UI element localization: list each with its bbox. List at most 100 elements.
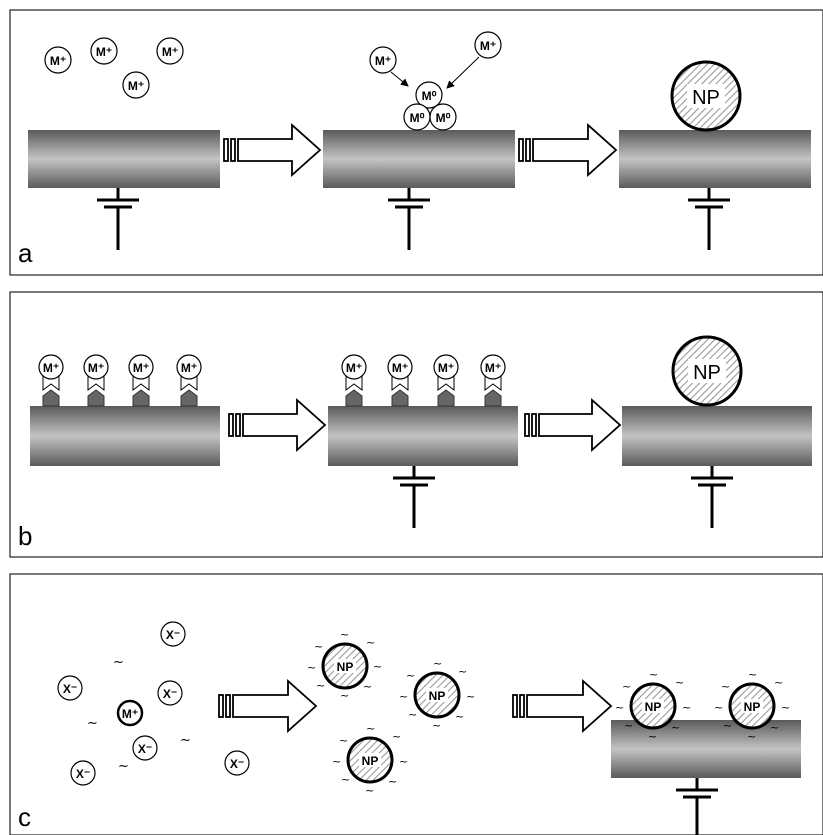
svg-text:~: ~ — [433, 657, 442, 670]
reduction-arrow — [390, 71, 409, 87]
linker-ion: M⁺ — [480, 354, 506, 407]
ion: M⁺ — [90, 37, 118, 65]
metal-ion: M⁺ — [116, 699, 144, 727]
process-arrow — [223, 122, 322, 178]
svg-text:~: ~ — [455, 710, 464, 723]
ion-label: X⁻ — [163, 687, 177, 701]
atom-label: M⁰ — [410, 111, 425, 125]
svg-text:~: ~ — [458, 665, 467, 678]
svg-text:~: ~ — [682, 701, 691, 714]
panel-a: a M⁺ M⁺ M⁺ M⁺ — [9, 9, 823, 276]
panel-c: c X⁻ X⁻ M⁺ X⁻ X⁻ X⁻ X⁻ — [9, 573, 823, 835]
nanoparticle-label: NP — [744, 700, 761, 714]
svg-text:~: ~ — [388, 775, 397, 788]
svg-text:~: ~ — [748, 668, 757, 681]
svg-text:~: ~ — [340, 689, 349, 702]
svg-text:~: ~ — [365, 784, 374, 797]
ground-symbol — [97, 188, 139, 250]
nanoparticle: NP — [671, 335, 743, 407]
ion-label: M⁺ — [485, 361, 501, 375]
svg-text:~: ~ — [392, 730, 401, 743]
ground-symbol — [691, 466, 733, 528]
capped-nanoparticle: NP ~~~ ~~~ ~~ — [399, 657, 475, 732]
svg-text:~: ~ — [341, 773, 350, 786]
ion-label: M⁺ — [43, 361, 59, 375]
linker-ion: M⁺ — [128, 354, 154, 407]
ion: M⁺ — [369, 46, 397, 74]
counter-ion: X⁻ — [224, 750, 250, 776]
capped-nanoparticle: NP ~~~ ~~~ ~~ — [714, 668, 790, 743]
counter-ion: X⁻ — [160, 621, 186, 647]
ion-label: M⁺ — [438, 361, 454, 375]
svg-text:~: ~ — [466, 690, 475, 703]
panel-b-label: b — [18, 521, 32, 551]
svg-text:~: ~ — [363, 680, 372, 693]
process-arrow — [512, 678, 613, 734]
electrode-rod — [328, 406, 518, 466]
counter-ion: X⁻ — [132, 735, 158, 761]
svg-text:~: ~ — [316, 679, 325, 692]
ion-label: M⁺ — [181, 361, 197, 375]
svg-text:~: ~ — [113, 655, 124, 670]
linker-ion: M⁺ — [341, 354, 367, 407]
process-arrow — [524, 397, 622, 453]
svg-text:~: ~ — [118, 759, 129, 774]
counter-ion: X⁻ — [57, 675, 83, 701]
svg-text:~: ~ — [399, 755, 408, 768]
svg-text:~: ~ — [366, 722, 375, 735]
reduced-atom: M⁰ — [403, 103, 431, 131]
svg-text:~: ~ — [671, 721, 680, 734]
svg-text:~: ~ — [87, 716, 98, 731]
panel-b: b M⁺ M⁺ M⁺ M⁺ — [9, 291, 823, 558]
nanoparticle-label: NP — [645, 700, 662, 714]
ion-label: M⁺ — [133, 361, 149, 375]
svg-text:~: ~ — [770, 721, 779, 734]
svg-text:~: ~ — [624, 719, 633, 732]
ion-label: M⁺ — [96, 45, 112, 59]
counter-ion: X⁻ — [70, 760, 96, 786]
linker-ion: M⁺ — [176, 354, 202, 407]
ion-label: M⁺ — [375, 54, 391, 68]
ground-symbol — [676, 778, 718, 835]
reduced-atom: M⁰ — [415, 81, 443, 109]
svg-text:~: ~ — [307, 661, 316, 674]
linker-ion: M⁺ — [387, 354, 413, 407]
ion-label: X⁻ — [76, 767, 90, 781]
svg-text:~: ~ — [721, 680, 730, 693]
reduction-arrow — [446, 56, 480, 89]
capped-nanoparticle: NP ~~~ ~~~ ~~ — [307, 628, 382, 702]
atom-label: M⁰ — [422, 89, 437, 103]
svg-text:~: ~ — [648, 730, 657, 743]
ion-label: X⁻ — [138, 742, 152, 756]
electrode-rod — [622, 406, 812, 466]
process-arrow — [218, 678, 318, 734]
svg-text:~: ~ — [340, 628, 349, 641]
ion-label: M⁺ — [122, 707, 138, 721]
linker-ion: M⁺ — [38, 354, 64, 407]
ion-label: M⁺ — [346, 361, 362, 375]
stabilizer-marks: ~ ~ ~ ~ — [87, 655, 191, 774]
ion: M⁺ — [474, 31, 502, 59]
counter-ion: X⁻ — [157, 680, 183, 706]
svg-text:~: ~ — [723, 719, 732, 732]
svg-text:~: ~ — [622, 680, 631, 693]
panel-c-label: c — [18, 802, 31, 832]
nanoparticle: NP — [670, 60, 742, 132]
reduced-atom: M⁰ — [429, 103, 457, 131]
ion-label: M⁺ — [88, 361, 104, 375]
nanoparticle-label: NP — [692, 87, 720, 109]
nanoparticle-label: NP — [337, 660, 354, 674]
svg-text:~: ~ — [714, 701, 723, 714]
svg-text:~: ~ — [408, 708, 417, 721]
nanoparticle-label: NP — [362, 754, 379, 768]
nanoparticle-label: NP — [429, 689, 446, 703]
svg-text:~: ~ — [747, 730, 756, 743]
electrode-rod — [323, 130, 515, 188]
svg-text:~: ~ — [615, 701, 624, 714]
svg-text:~: ~ — [373, 660, 382, 673]
svg-text:~: ~ — [366, 636, 375, 649]
electrode-rod — [28, 130, 220, 188]
ground-symbol — [688, 188, 730, 250]
svg-text:~: ~ — [649, 668, 658, 681]
